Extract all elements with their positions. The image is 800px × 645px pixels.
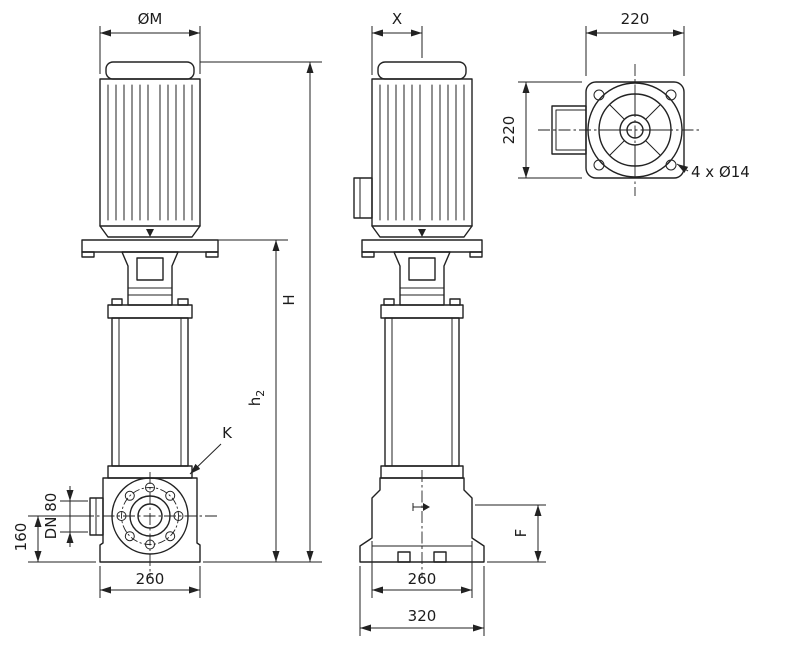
dim-foot-width-label: 320: [408, 607, 437, 625]
dim-foot-width: 320: [359, 566, 485, 636]
side-pump-column: [380, 298, 464, 479]
dim-f-label: F: [512, 529, 530, 538]
anchor-slot: [433, 551, 447, 563]
dim-top-depth-label: 220: [500, 116, 518, 145]
terminal-box: [353, 177, 373, 219]
dim-port-height-label: 160: [12, 523, 30, 552]
column-top-flange: [107, 304, 193, 319]
flange-callout: K: [189, 424, 233, 475]
side-pump-base: [359, 477, 485, 563]
dim-f: F: [475, 504, 546, 563]
dim-base-width-side: 260: [371, 541, 473, 598]
dim-motor-diameter: ØM: [99, 10, 201, 74]
motor-cooling-fins: [107, 84, 193, 221]
front-mounting-plate: [81, 239, 219, 258]
tie-rods: [118, 317, 182, 467]
dim-port-height: 160: [12, 515, 96, 563]
motor-body: [371, 78, 473, 227]
dim-top-width: 220: [585, 10, 685, 76]
flow-direction-icon: [412, 503, 430, 511]
coupling-window: [136, 257, 164, 281]
front-pump-column: [107, 298, 193, 479]
foundation-bolt-holes: [593, 89, 677, 171]
motor-top-cap: [105, 61, 195, 80]
front-lantern: [121, 251, 179, 306]
dim-total-height-label: H: [280, 294, 298, 305]
anchor-slot: [397, 551, 411, 563]
bolt-hole-callout-label: 4 x Ø14: [691, 163, 750, 181]
coupling-window: [408, 257, 436, 281]
shaft-marker-icon: [418, 229, 426, 237]
side-lantern: [393, 251, 451, 306]
dim-pump-height-h2: h2: [218, 239, 288, 562]
column-shell: [111, 317, 189, 467]
dim-port-size: DN 80: [42, 486, 88, 547]
dim-base-width-side-label: 260: [408, 570, 437, 588]
dim-x-label: X: [392, 10, 402, 28]
motor-body: [99, 78, 201, 227]
dim-base-width-front: 260: [99, 566, 201, 598]
front-view: [81, 61, 219, 578]
dim-pump-height-h2-label: h2: [246, 390, 267, 407]
flange-callout-label: K: [222, 424, 233, 442]
tie-rods: [391, 317, 453, 467]
dim-top-depth: 220: [500, 81, 582, 179]
side-mounting-plate: [361, 239, 483, 258]
column-top-flange: [380, 304, 464, 319]
motor-cooling-fins: [379, 84, 465, 221]
front-motor: [99, 61, 201, 238]
side-view: [353, 61, 485, 578]
motor-top-cap: [377, 61, 467, 80]
side-motor: [353, 61, 473, 238]
dim-top-width-label: 220: [621, 10, 650, 28]
dim-base-width-front-label: 260: [136, 570, 165, 588]
dim-total-height: H: [200, 61, 322, 563]
column-shell: [384, 317, 460, 467]
front-pump-base: [89, 477, 201, 563]
shaft-marker-icon: [146, 229, 154, 237]
top-view: [538, 64, 702, 196]
dim-motor-diameter-label: ØM: [138, 10, 163, 28]
bolt-hole-callout: 4 x Ø14: [676, 163, 750, 181]
dim-x: X: [371, 10, 423, 75]
dim-port-size-label: DN 80: [42, 493, 60, 540]
